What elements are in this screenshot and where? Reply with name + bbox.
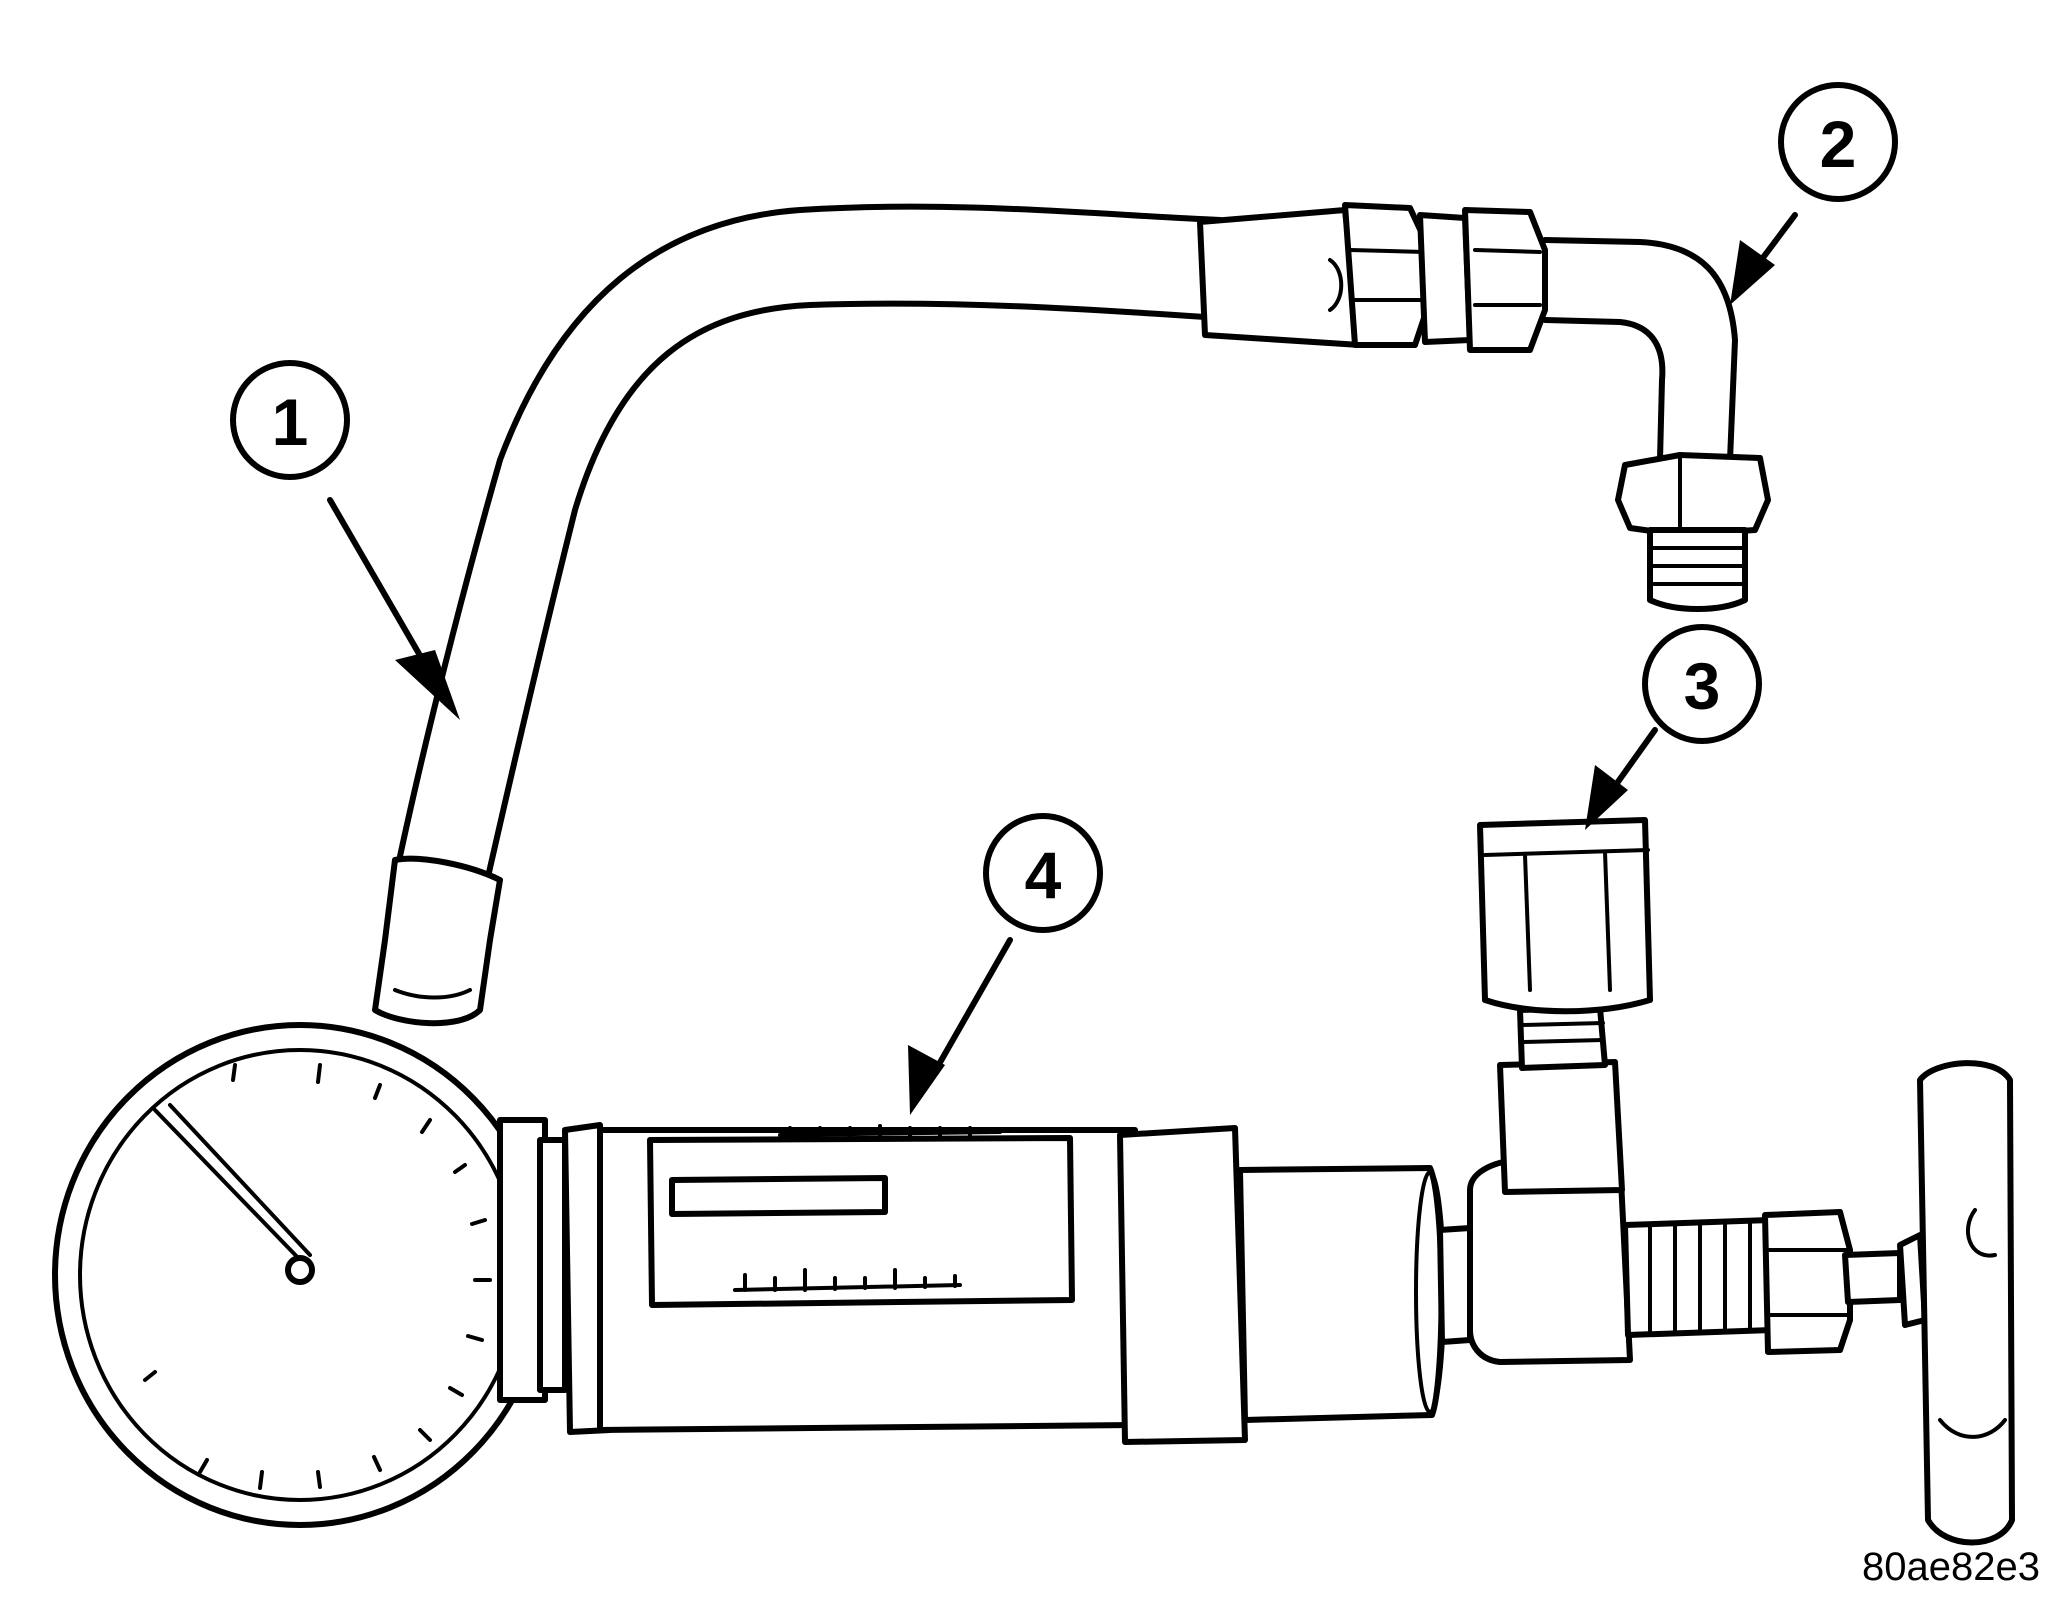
gauge-tick-marks: [143, 1063, 492, 1490]
callout-1-arrowhead: [395, 650, 460, 720]
hose-gauge-ferrule: [372, 855, 503, 1027]
callout-3-arrowhead: [1585, 765, 1628, 830]
valve-stem: [1622, 1209, 1903, 1355]
pressure-gauge: [52, 1022, 548, 1528]
pump-scale-bottom: [733, 1268, 962, 1292]
callout-2: 2: [1730, 82, 1898, 305]
callout-2-label: 2: [1820, 107, 1857, 181]
hose-end-fitting: [1197, 202, 1548, 353]
valve-handle: [1897, 1060, 2015, 1546]
callout-1: 1: [230, 360, 460, 720]
callout-1-label: 1: [272, 385, 309, 459]
callout-2-arrowhead: [1730, 240, 1775, 305]
figure-id: 80ae82e3: [1862, 1545, 2040, 1589]
pump-cylinder: [562, 1122, 1446, 1445]
elbow-adapter: [1542, 237, 1771, 612]
pressure-hose: [392, 203, 1223, 893]
callout-4: 4: [908, 813, 1103, 1115]
pump-scale-top: [778, 1124, 1002, 1138]
callout-3: 3: [1585, 624, 1762, 830]
callout-4-label: 4: [1025, 838, 1062, 912]
callout-3-label: 3: [1684, 649, 1721, 723]
valve-tee: [1437, 817, 1653, 1365]
gauge-connector: [497, 1117, 568, 1403]
callout-4-arrowhead: [908, 1045, 945, 1115]
